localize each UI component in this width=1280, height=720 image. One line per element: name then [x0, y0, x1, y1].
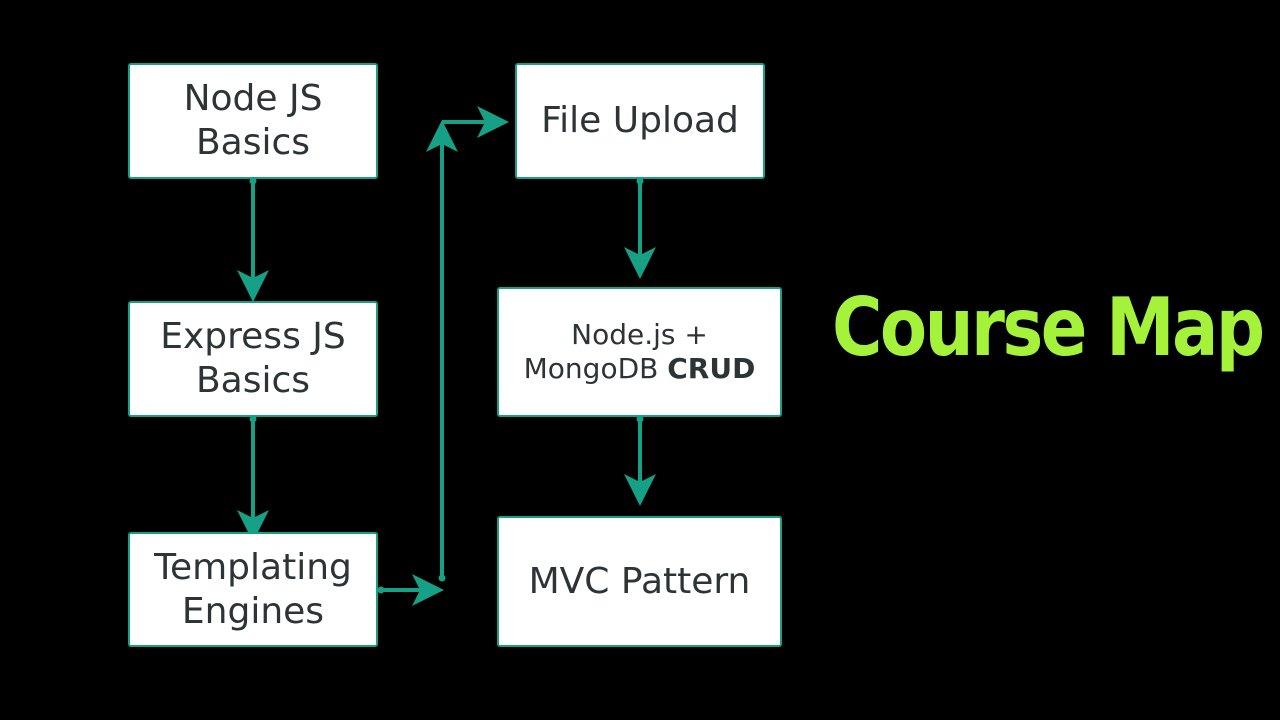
crud-line1: Node.js + — [571, 317, 708, 351]
edge-upload-to-crud — [624, 177, 656, 279]
express-js-basics-box: Express JS Basics — [128, 301, 378, 417]
edge-crud-to-mvc — [624, 415, 656, 506]
node-js-basics-box: Node JS Basics — [128, 63, 378, 179]
node-js-basics-line1: Node JS — [183, 78, 323, 120]
file-upload-label: File Upload — [541, 100, 739, 142]
edge-express-to-templating — [237, 415, 269, 542]
crud-line2: MongoDB CRUD — [524, 352, 756, 386]
templating-engines-line2: Engines — [181, 590, 325, 632]
edge-templating-to-upload — [377, 106, 509, 606]
file-upload-box: File Upload — [515, 63, 765, 179]
templating-engines-line1: Templating — [154, 546, 352, 588]
crud-line2-prefix: MongoDB — [523, 352, 668, 385]
edge-node-to-express — [237, 177, 269, 302]
templating-engines-box: Templating Engines — [128, 532, 378, 647]
course-map-title: Course Map — [832, 281, 1265, 374]
mvc-pattern-box: MVC Pattern — [497, 516, 782, 647]
crud-line2-bold: CRUD — [667, 352, 756, 385]
express-js-basics-line1: Express JS — [160, 316, 346, 358]
mvc-pattern-label: MVC Pattern — [528, 560, 751, 602]
express-js-basics-line2: Basics — [195, 360, 311, 401]
nodejs-mongodb-crud-box: Node.js + MongoDB CRUD — [497, 287, 782, 417]
node-js-basics-line2: Basics — [195, 122, 311, 163]
